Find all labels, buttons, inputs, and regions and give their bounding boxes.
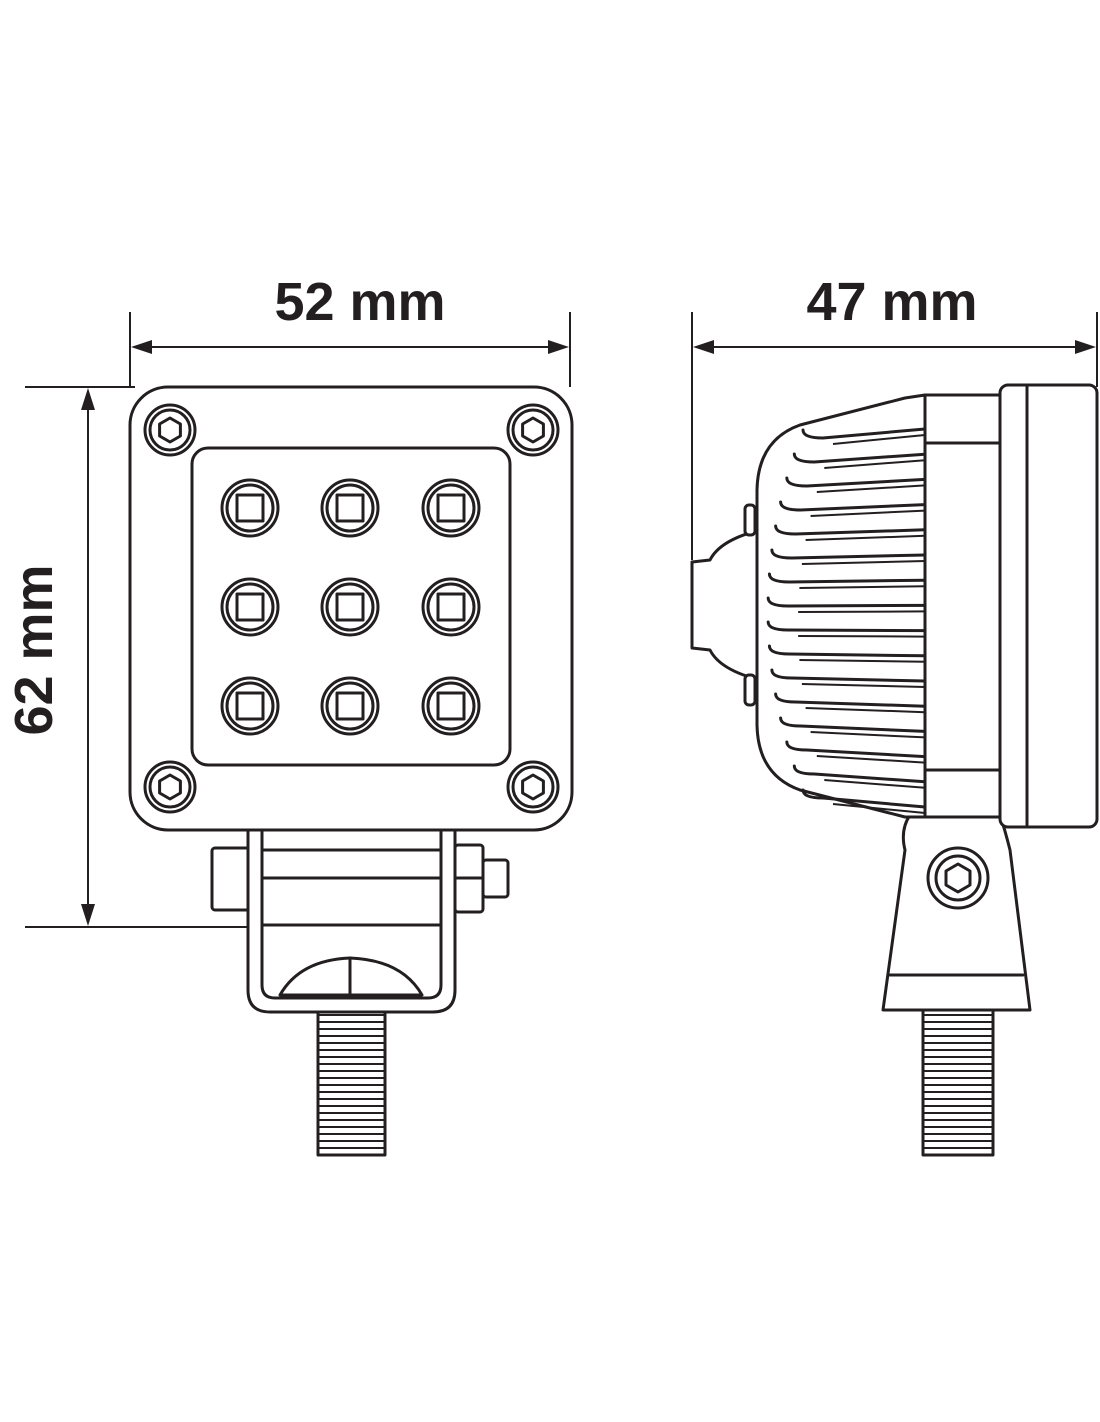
- hex-socket-icon: [944, 862, 972, 894]
- corner-screw: [143, 760, 197, 814]
- led: [220, 577, 280, 637]
- fin-edge: [810, 509, 926, 517]
- led: [421, 577, 481, 637]
- led: [220, 478, 280, 538]
- fin: [785, 740, 927, 759]
- fin-edge: [799, 659, 926, 663]
- led: [421, 478, 481, 538]
- front-width-dimension: 52 mm: [129, 272, 571, 387]
- side-mount-stand: [881, 813, 1032, 1012]
- fin-edge: [810, 731, 926, 739]
- heatsink-fins: [766, 427, 927, 814]
- front-view: [128, 385, 574, 1157]
- fin: [767, 644, 927, 658]
- hex-socket-icon: [158, 773, 182, 801]
- front-height-dimension: 62 mm: [4, 386, 250, 928]
- front-threaded-rod: [316, 1003, 387, 1157]
- fin-edge: [816, 484, 926, 493]
- fin-edge: [805, 707, 926, 714]
- fin-edge: [798, 610, 926, 613]
- fin: [770, 668, 927, 683]
- fin-edge: [824, 459, 926, 469]
- front-mount-bracket: [210, 828, 510, 1014]
- fin: [774, 692, 927, 708]
- side-depth-dimension: 47 mm: [691, 272, 1098, 560]
- fin-edge: [816, 755, 926, 764]
- side-threaded-rod: [921, 1003, 995, 1157]
- led: [320, 478, 380, 538]
- led: [220, 676, 280, 736]
- fin-edge: [801, 683, 926, 688]
- fin: [779, 716, 927, 733]
- led-array: [220, 478, 481, 736]
- fin: [767, 572, 927, 584]
- fin: [774, 524, 927, 536]
- fin: [779, 500, 927, 512]
- side-depth-label: 47 mm: [806, 272, 977, 332]
- fin-edge: [832, 434, 926, 445]
- fin: [792, 452, 927, 464]
- fin: [801, 788, 927, 809]
- fin: [766, 620, 927, 633]
- fin: [770, 548, 927, 560]
- led: [421, 676, 481, 736]
- fin-edge: [798, 635, 926, 638]
- corner-screw: [143, 403, 197, 457]
- hex-socket-icon: [158, 416, 182, 444]
- front-lens-rim: [998, 383, 1099, 829]
- corner-screw: [506, 760, 560, 814]
- hex-socket-icon: [521, 773, 545, 801]
- hex-socket-icon: [521, 416, 545, 444]
- front-height-label: 62 mm: [4, 564, 64, 735]
- fin-edge: [805, 534, 926, 541]
- fin-edge: [824, 779, 926, 789]
- front-width-label: 52 mm: [274, 272, 445, 332]
- fin-edge: [801, 560, 926, 565]
- fin: [801, 427, 927, 440]
- corner-screw: [506, 403, 560, 457]
- corner-screws: [143, 403, 560, 814]
- lens-collar: [923, 393, 1005, 819]
- led: [320, 577, 380, 637]
- led: [320, 676, 380, 736]
- fin-edge: [799, 585, 926, 589]
- fin-edge: [832, 803, 926, 814]
- fin: [785, 476, 927, 488]
- fin: [792, 764, 927, 784]
- side-view: [690, 383, 1099, 1157]
- rear-mount-boss: [690, 528, 762, 682]
- fin: [766, 596, 927, 608]
